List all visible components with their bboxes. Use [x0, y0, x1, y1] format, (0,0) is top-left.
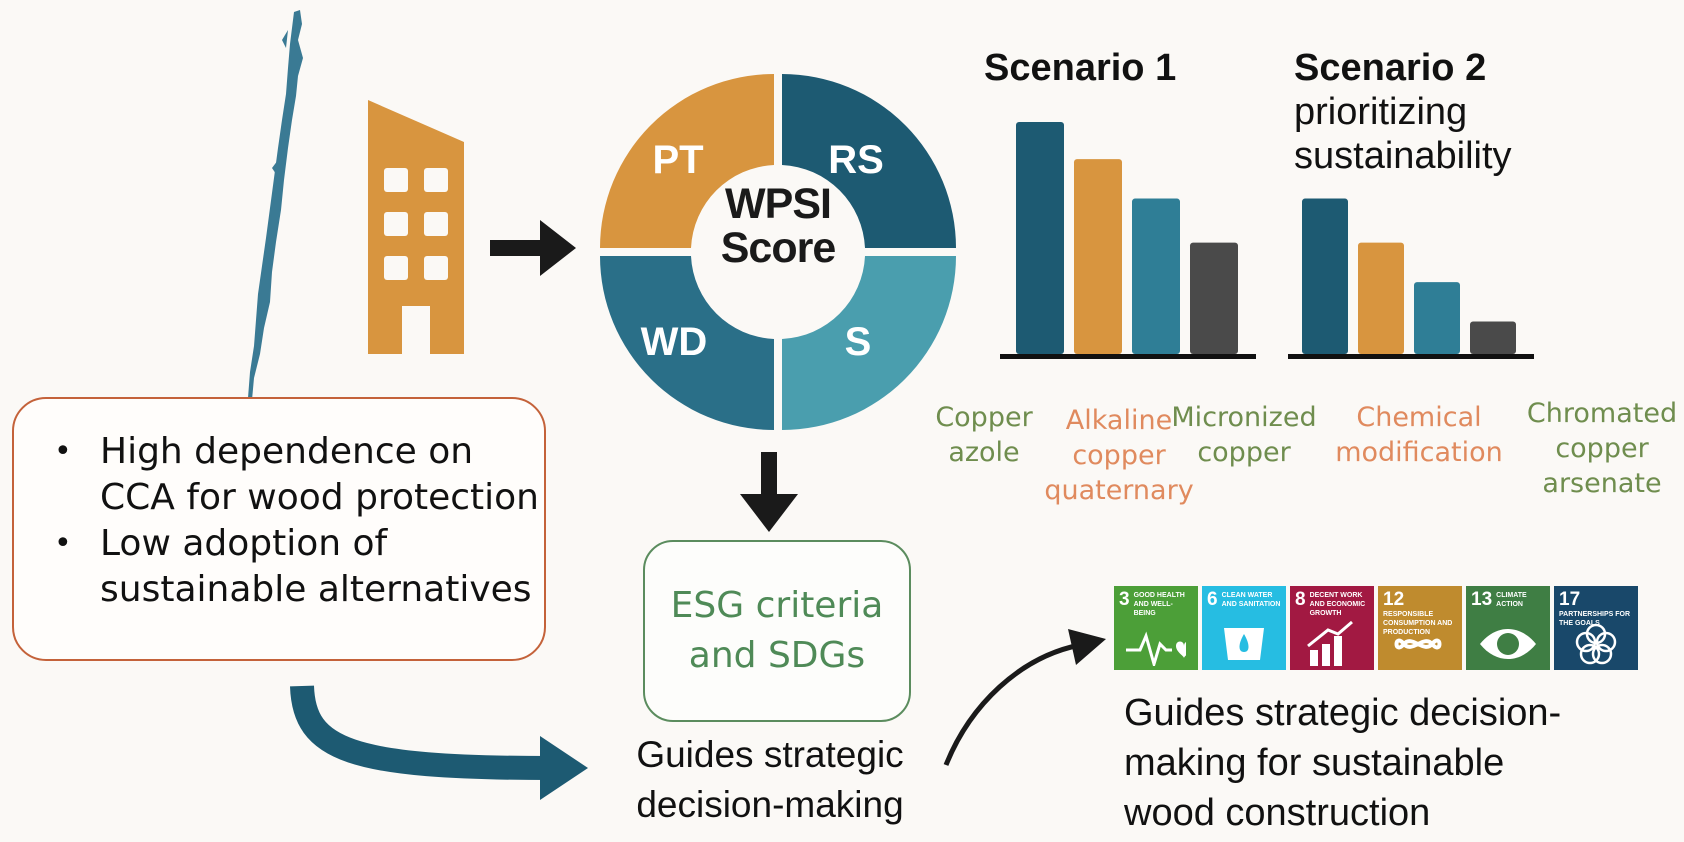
sdg-number: 12 — [1383, 589, 1405, 610]
chart-bar — [1132, 198, 1180, 354]
esg-sdg-text: ESG criteria and SDGs — [670, 585, 884, 676]
partnership-flower-icon — [1575, 623, 1617, 665]
sdg-number: 6 — [1207, 589, 1218, 610]
scenario-1-title: Scenario 1 — [984, 47, 1177, 89]
problem-statement-box: • High dependence on CCA for wood protect… — [12, 397, 546, 661]
sdg-title: Good health and well-being — [1133, 592, 1185, 617]
chart-bar — [1074, 159, 1122, 354]
wheel-label-wd: WD — [640, 320, 708, 364]
chile-map-icon — [248, 10, 303, 400]
alt-label-text: Chromated copper arsenate — [1526, 398, 1678, 499]
wheel-center-line1: WPSI — [725, 180, 832, 228]
chart-bar — [1358, 242, 1404, 354]
guides-decision-text: Guides strategic decision-making — [636, 734, 904, 825]
building-icon — [368, 100, 464, 354]
sdg-number: 3 — [1119, 589, 1130, 610]
wpsi-wheel: PT RS WD S WPSI Score — [596, 70, 960, 434]
wheel-segment-pt — [600, 74, 774, 248]
wheel-segment-s — [782, 256, 956, 430]
sdg-tile: 6Clean water and sanitation — [1202, 586, 1286, 670]
problem-bullet-item: • Low adoption of sustainable alternative… — [38, 521, 548, 613]
scenario-2-subtitle-line1: prioritizing — [1294, 91, 1468, 133]
growth-chart-icon — [1307, 620, 1353, 666]
sdg-number: 8 — [1295, 589, 1306, 610]
scenario-2-title: Scenario 2 prioritizing sustainability — [1294, 46, 1512, 178]
sdg-number: 17 — [1559, 589, 1581, 610]
problem-bullet-list: • High dependence on CCA for wood protect… — [38, 429, 548, 613]
sdg-title: Responsible consumption and production — [1383, 611, 1453, 636]
alt-label-micronized-copper: Micronized copper — [1162, 400, 1326, 470]
scenario-2-bar-chart — [1288, 198, 1534, 359]
water-drop-icon — [1224, 628, 1264, 660]
sdg-title: Decent work and economic growth — [1309, 592, 1366, 617]
wheel-segment-rs — [782, 74, 956, 248]
chart-x-axis — [1000, 354, 1256, 359]
chart-bar — [1016, 122, 1064, 354]
alt-label-text: Alkaline copper quaternary — [1044, 405, 1194, 506]
sdg-tile: 3Good health and well-being — [1114, 586, 1198, 670]
alt-label-text: Copper azole — [935, 402, 1033, 468]
wheel-label-pt: PT — [652, 138, 704, 182]
wheel-center-title: WPSI Score — [693, 182, 863, 270]
wheel-label-s: S — [844, 320, 872, 364]
alt-label-text: Chemical modification — [1335, 402, 1503, 468]
sdg-tile: 8Decent work and economic growth — [1290, 586, 1374, 670]
wheel-segment-wd — [600, 256, 774, 430]
alt-label-alkaline-copper-quaternary: Alkaline copper quaternary — [1034, 403, 1204, 508]
arrow-down-icon — [740, 452, 798, 532]
problem-bullet-item: • High dependence on CCA for wood protect… — [38, 429, 548, 521]
alt-label-chromated-copper-arsenate: Chromated copper arsenate — [1522, 396, 1682, 501]
scenario-1-bar-chart — [1000, 122, 1256, 359]
heartbeat-icon — [1126, 631, 1186, 666]
alt-label-chemical-modification: Chemical modification — [1334, 400, 1504, 470]
sdg-tile: 13Climate action — [1466, 586, 1550, 670]
curved-arrow-icon — [290, 685, 588, 800]
bullet-dot-icon: • — [54, 434, 72, 469]
infinity-icon — [1394, 638, 1442, 650]
eye-globe-icon — [1480, 629, 1536, 659]
guides-sustainable-construction-text: Guides strategic decision- making for su… — [1124, 692, 1562, 834]
alt-label-text: Micronized copper — [1171, 402, 1317, 468]
wheel-center-line2: Score — [720, 224, 837, 272]
arrow-right-icon — [490, 220, 576, 276]
sdg-title: Clean water and sanitation — [1221, 592, 1281, 608]
scenario-2-title-main: Scenario 2 — [1294, 47, 1487, 89]
chart-bar — [1414, 282, 1460, 354]
sdg-title: Climate action — [1496, 592, 1527, 608]
sdg-number: 13 — [1471, 589, 1493, 610]
esg-sdg-box: ESG criteria and SDGs — [643, 540, 911, 722]
problem-bullet-text: Low adoption of sustainable alternatives — [100, 523, 532, 610]
problem-bullet-text: High dependence on CCA for wood protecti… — [100, 431, 539, 518]
sdg-tile: 12Responsible consumption and production — [1378, 586, 1462, 670]
chart-bar — [1302, 198, 1348, 354]
sdg-tile: 17Partnerships for the goals — [1554, 586, 1638, 670]
scenario-2-subtitle-line2: sustainability — [1294, 135, 1512, 177]
chart-bar — [1190, 242, 1238, 354]
alt-label-copper-azole: Copper azole — [912, 400, 1056, 470]
chart-x-axis — [1288, 354, 1534, 359]
wheel-label-rs: RS — [828, 138, 884, 182]
sdg-title: Partnerships for the goals — [1559, 611, 1631, 627]
curved-arrow-to-sdgs-icon — [943, 629, 1106, 766]
bullet-dot-icon: • — [54, 526, 72, 561]
chart-bar — [1470, 321, 1516, 354]
